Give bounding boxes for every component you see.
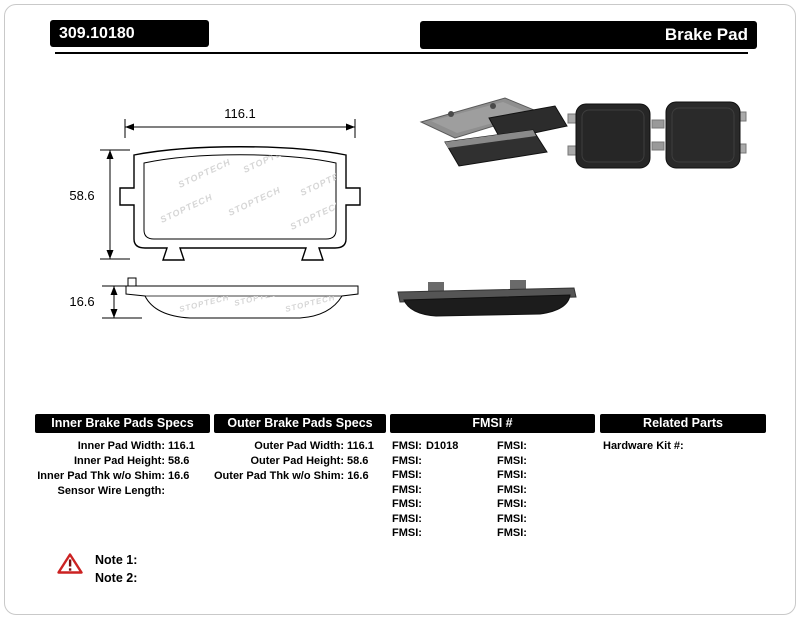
spec-row: Inner Pad Width: 116.1 — [35, 440, 213, 455]
fmsi-row: FMSI: — [497, 513, 597, 528]
fmsi-label: FMSI: — [392, 483, 422, 496]
warning-icon — [57, 553, 83, 574]
fmsi-row: FMSI: — [497, 440, 597, 455]
fmsi-label: FMSI: — [392, 469, 422, 481]
fmsi-row: FMSI: — [497, 469, 597, 484]
pad-friction-outline — [143, 154, 337, 240]
height-dimension-label: 58.6 — [69, 188, 94, 203]
fmsi-label: FMSI: — [392, 454, 422, 467]
outer-specs-column: Outer Pad Width: 116.1 Outer Pad Height:… — [214, 440, 389, 485]
part-number: 309.10180 — [50, 20, 209, 47]
related-parts-header: Related Parts — [600, 414, 766, 433]
spec-row: Outer Pad Thk w/o Shim: 16.6 — [214, 470, 389, 485]
photo-pads-angled — [419, 97, 568, 167]
stoptech-watermark: STOPTECH — [233, 287, 285, 308]
inner-specs-column: Inner Pad Width: 116.1 Inner Pad Height:… — [35, 440, 213, 500]
front-view-drawing: 116.1 58.6 STOPTECH STOPTECH STOPTECH ST… — [69, 106, 361, 261]
spec-value: 16.6 — [168, 470, 190, 482]
fmsi-label: FMSI: — [392, 512, 422, 525]
page-title-label: Brake Pad — [664, 25, 748, 44]
fmsi-row: FMSI: — [392, 513, 492, 528]
fmsi-left-column: FMSI: D1018 FMSI: FMSI: FMSI: FMSI: FMSI… — [392, 440, 492, 542]
fmsi-label: FMSI: — [497, 440, 527, 452]
fmsi-label: FMSI: — [392, 440, 422, 452]
fmsi-row: FMSI: — [497, 527, 597, 542]
header-divider — [55, 52, 748, 54]
pad-side-outline — [125, 285, 359, 319]
page-title: Brake Pad — [420, 21, 757, 49]
spec-label: Outer Pad Thk w/o Shim: — [214, 470, 345, 482]
fmsi-value: D1018 — [425, 440, 459, 452]
spec-row: Inner Pad Height: 58.6 — [35, 455, 213, 470]
spec-value: 116.1 — [168, 440, 195, 452]
fmsi-label: FMSI: — [497, 512, 527, 525]
fmsi-label: FMSI: — [497, 469, 527, 481]
width-dimension-label: 116.1 — [224, 106, 256, 121]
fmsi-row: FMSI: — [392, 527, 492, 542]
pad-side-clip — [127, 277, 137, 287]
spec-label: Outer Pad Width: — [254, 440, 344, 452]
outer-specs-header: Outer Brake Pads Specs — [214, 414, 386, 433]
related-parts-column: Hardware Kit #: — [603, 440, 763, 455]
spec-label: Inner Pad Height: — [73, 455, 165, 467]
inner-specs-header: Inner Brake Pads Specs — [35, 414, 210, 433]
fmsi-label: FMSI: — [392, 498, 422, 510]
fmsi-row: FMSI: — [497, 498, 597, 513]
spec-row: Outer Pad Width: 116.1 — [214, 440, 389, 455]
fmsi-label: FMSI: — [497, 498, 527, 510]
spec-value: 116.1 — [347, 440, 374, 452]
spec-row: Sensor Wire Length: — [35, 485, 213, 500]
spec-row: Inner Pad Thk w/o Shim: 16.6 — [35, 470, 213, 485]
fmsi-row: FMSI: — [392, 498, 492, 513]
spec-value: 16.6 — [347, 470, 369, 482]
fmsi-right-column: FMSI: FMSI: FMSI: FMSI: FMSI: FMSI: FMSI… — [497, 440, 597, 542]
related-label: Hardware Kit #: — [603, 440, 684, 452]
spec-label: Outer Pad Height: — [250, 455, 344, 467]
fmsi-label: FMSI: — [497, 454, 527, 467]
photo-pad-side-profile — [397, 280, 577, 317]
spec-label: Inner Pad Thk w/o Shim: — [37, 470, 165, 482]
fmsi-row: FMSI: D1018 — [392, 440, 492, 455]
note-2: Note 2: — [95, 571, 138, 585]
fmsi-label: FMSI: — [497, 527, 527, 539]
fmsi-row: FMSI: — [392, 469, 492, 484]
spec-label: Inner Pad Width: — [77, 440, 165, 452]
side-view-drawing: 16.6 STOPTECH STOPTECH STOPTECH — [69, 277, 359, 319]
fmsi-label: FMSI: — [497, 483, 527, 496]
related-row: Hardware Kit #: — [603, 440, 763, 455]
fmsi-row: FMSI: — [392, 484, 492, 499]
note-1: Note 1: — [95, 553, 138, 567]
spec-value: 58.6 — [168, 455, 190, 467]
spec-label: Sensor Wire Length: — [57, 485, 165, 497]
fmsi-row: FMSI: — [392, 455, 492, 470]
fmsi-header: FMSI # — [390, 414, 595, 433]
fmsi-row: FMSI: — [497, 484, 597, 499]
fmsi-label: FMSI: — [392, 527, 422, 539]
spec-value: 58.6 — [347, 455, 369, 467]
photo-pads-with-clips — [567, 101, 747, 169]
thickness-dimension-label: 16.6 — [69, 294, 94, 309]
fmsi-row: FMSI: — [497, 455, 597, 470]
spec-row: Outer Pad Height: 58.6 — [214, 455, 389, 470]
